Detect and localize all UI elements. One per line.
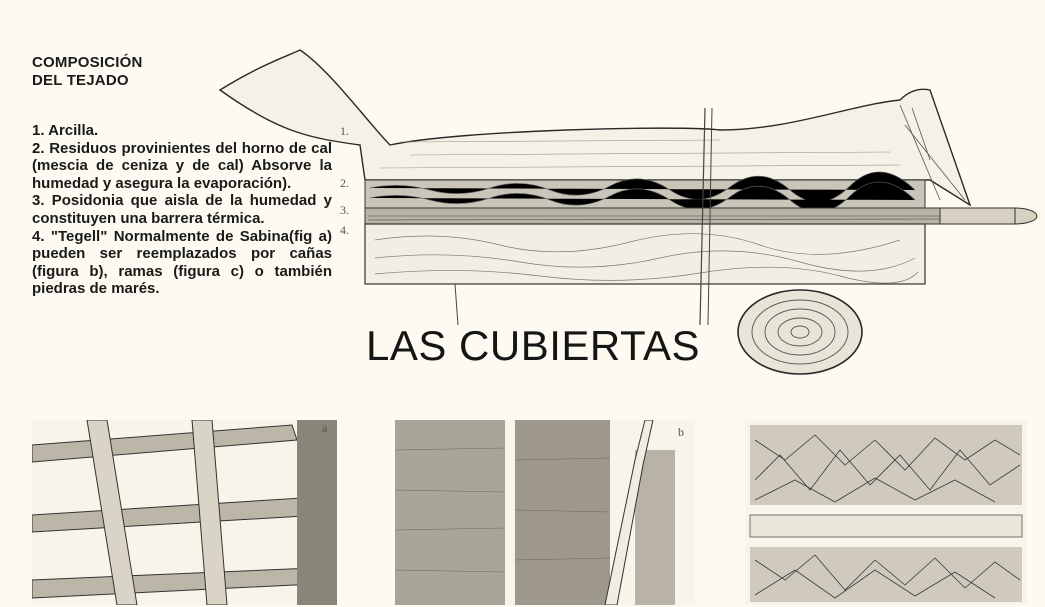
composition-list: 1. Arcilla. 2. Residuos provinientes del… (32, 122, 332, 298)
figure-c-branches-illustration (745, 420, 1027, 605)
figure-a-label: a (322, 421, 328, 435)
roof-label-2: 2. (340, 176, 349, 190)
roof-label-4: 4. (340, 223, 349, 237)
figure-b-label: b (678, 425, 684, 439)
list-item: 1. Arcilla. (32, 122, 99, 139)
layer-4-tegell (364, 223, 926, 285)
figure-a-sabina-illustration: a (32, 420, 337, 605)
heading-line-1: COMPOSICIÓN (32, 54, 143, 71)
figure-b-canes-illustration: b (395, 420, 695, 605)
roof-label-3: 3. (340, 203, 349, 217)
list-item: 2. Residuos provinientes del horno de ca… (32, 139, 332, 192)
page-title: LAS CUBIERTAS (366, 322, 701, 369)
roof-section-illustration: 1. 2. 3. 4. (218, 49, 1038, 375)
list-item: 4. "Tegell" Normalmente de Sabina(fig a)… (32, 227, 332, 298)
roof-label-1: 1. (340, 124, 349, 138)
log-cross-section (737, 289, 863, 375)
section-heading: COMPOSICIÓN DEL TEJADO (32, 54, 143, 90)
list-item: 3. Posidonia que aisla de la humedad y c… (32, 192, 332, 227)
heading-line-2: DEL TEJADO (32, 72, 129, 89)
